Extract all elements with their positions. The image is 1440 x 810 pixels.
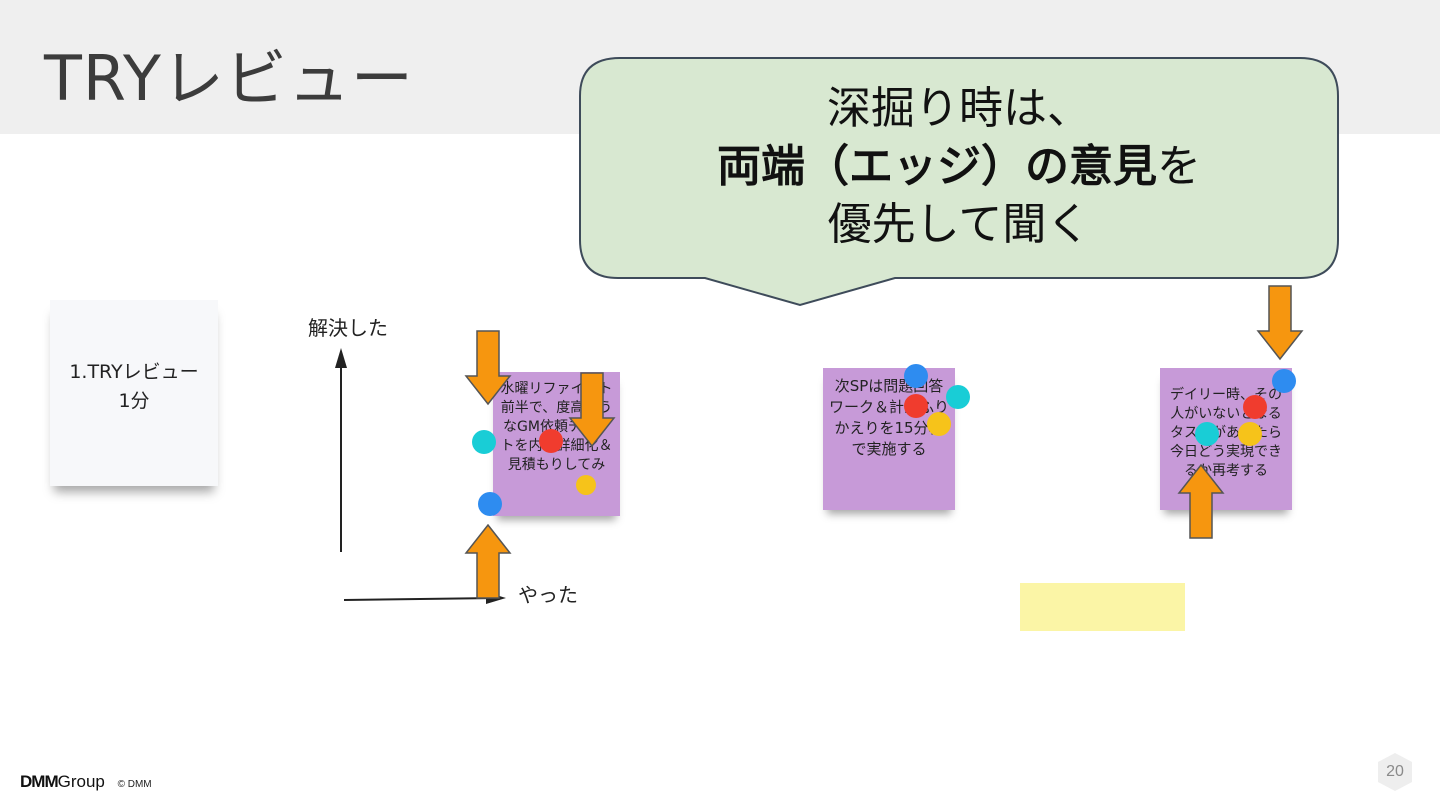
- hexagon-icon: [1378, 753, 1412, 791]
- brand-suffix: Group: [57, 772, 105, 791]
- page-title: TRYレビュー: [44, 42, 414, 115]
- bubble-line-1: 深掘り時は、: [827, 83, 1091, 134]
- vote-dot-red: [1243, 395, 1267, 419]
- agenda-sticky-note: 1.TRYレビュー 1分: [50, 300, 218, 486]
- arrow-down-icon: [568, 372, 616, 448]
- vote-dot-blue: [904, 364, 928, 388]
- vote-dot-red: [539, 429, 563, 453]
- bubble-line-2: 両端（エッジ）の意見を: [580, 138, 1338, 196]
- yellow-highlight-box: [1020, 583, 1185, 631]
- agenda-duration: 1分: [118, 390, 150, 412]
- vote-dot-yellow: [927, 412, 951, 436]
- arrow-up-icon: [1177, 464, 1225, 539]
- brand-logo: DMM: [20, 772, 59, 791]
- agenda-item-label: 1.TRYレビュー: [69, 361, 199, 383]
- bubble-emphasis: 両端（エッジ）の意見: [717, 141, 1157, 192]
- y-axis-label: 解決した: [308, 316, 388, 340]
- bubble-text: 深掘り時は、 両端（エッジ）の意見を 優先して聞く: [580, 80, 1338, 254]
- bubble-line-2-rest: を: [1157, 141, 1201, 192]
- x-axis-label: やった: [518, 583, 578, 607]
- vote-dot-cyan: [472, 430, 496, 454]
- x-axis-line: [343, 597, 499, 601]
- vote-dot-yellow: [576, 475, 596, 495]
- page-number-text: 20: [1386, 763, 1404, 780]
- vote-dot-cyan: [946, 385, 970, 409]
- sticky-note-2: 次SPは問題回答ワーク＆計画ふりかえりを15分枠で実施する: [823, 368, 955, 510]
- vote-dot-cyan: [1195, 422, 1219, 446]
- bubble-line-3: 優先して聞く: [827, 199, 1091, 250]
- copyright-text: © DMM: [117, 779, 152, 790]
- vote-dot-yellow: [1238, 422, 1262, 446]
- y-axis-arrowhead: [335, 348, 347, 368]
- vote-dot-red: [904, 394, 928, 418]
- vote-dot-blue: [1272, 369, 1296, 393]
- arrow-up-icon: [464, 524, 512, 599]
- page-number: 20: [1376, 752, 1414, 792]
- footer-logo: DMMGroup © DMM: [20, 772, 152, 792]
- speech-bubble: [579, 57, 1339, 307]
- vote-dot-blue: [478, 492, 502, 516]
- arrow-down-icon: [1256, 285, 1304, 361]
- arrow-down-icon: [464, 330, 512, 406]
